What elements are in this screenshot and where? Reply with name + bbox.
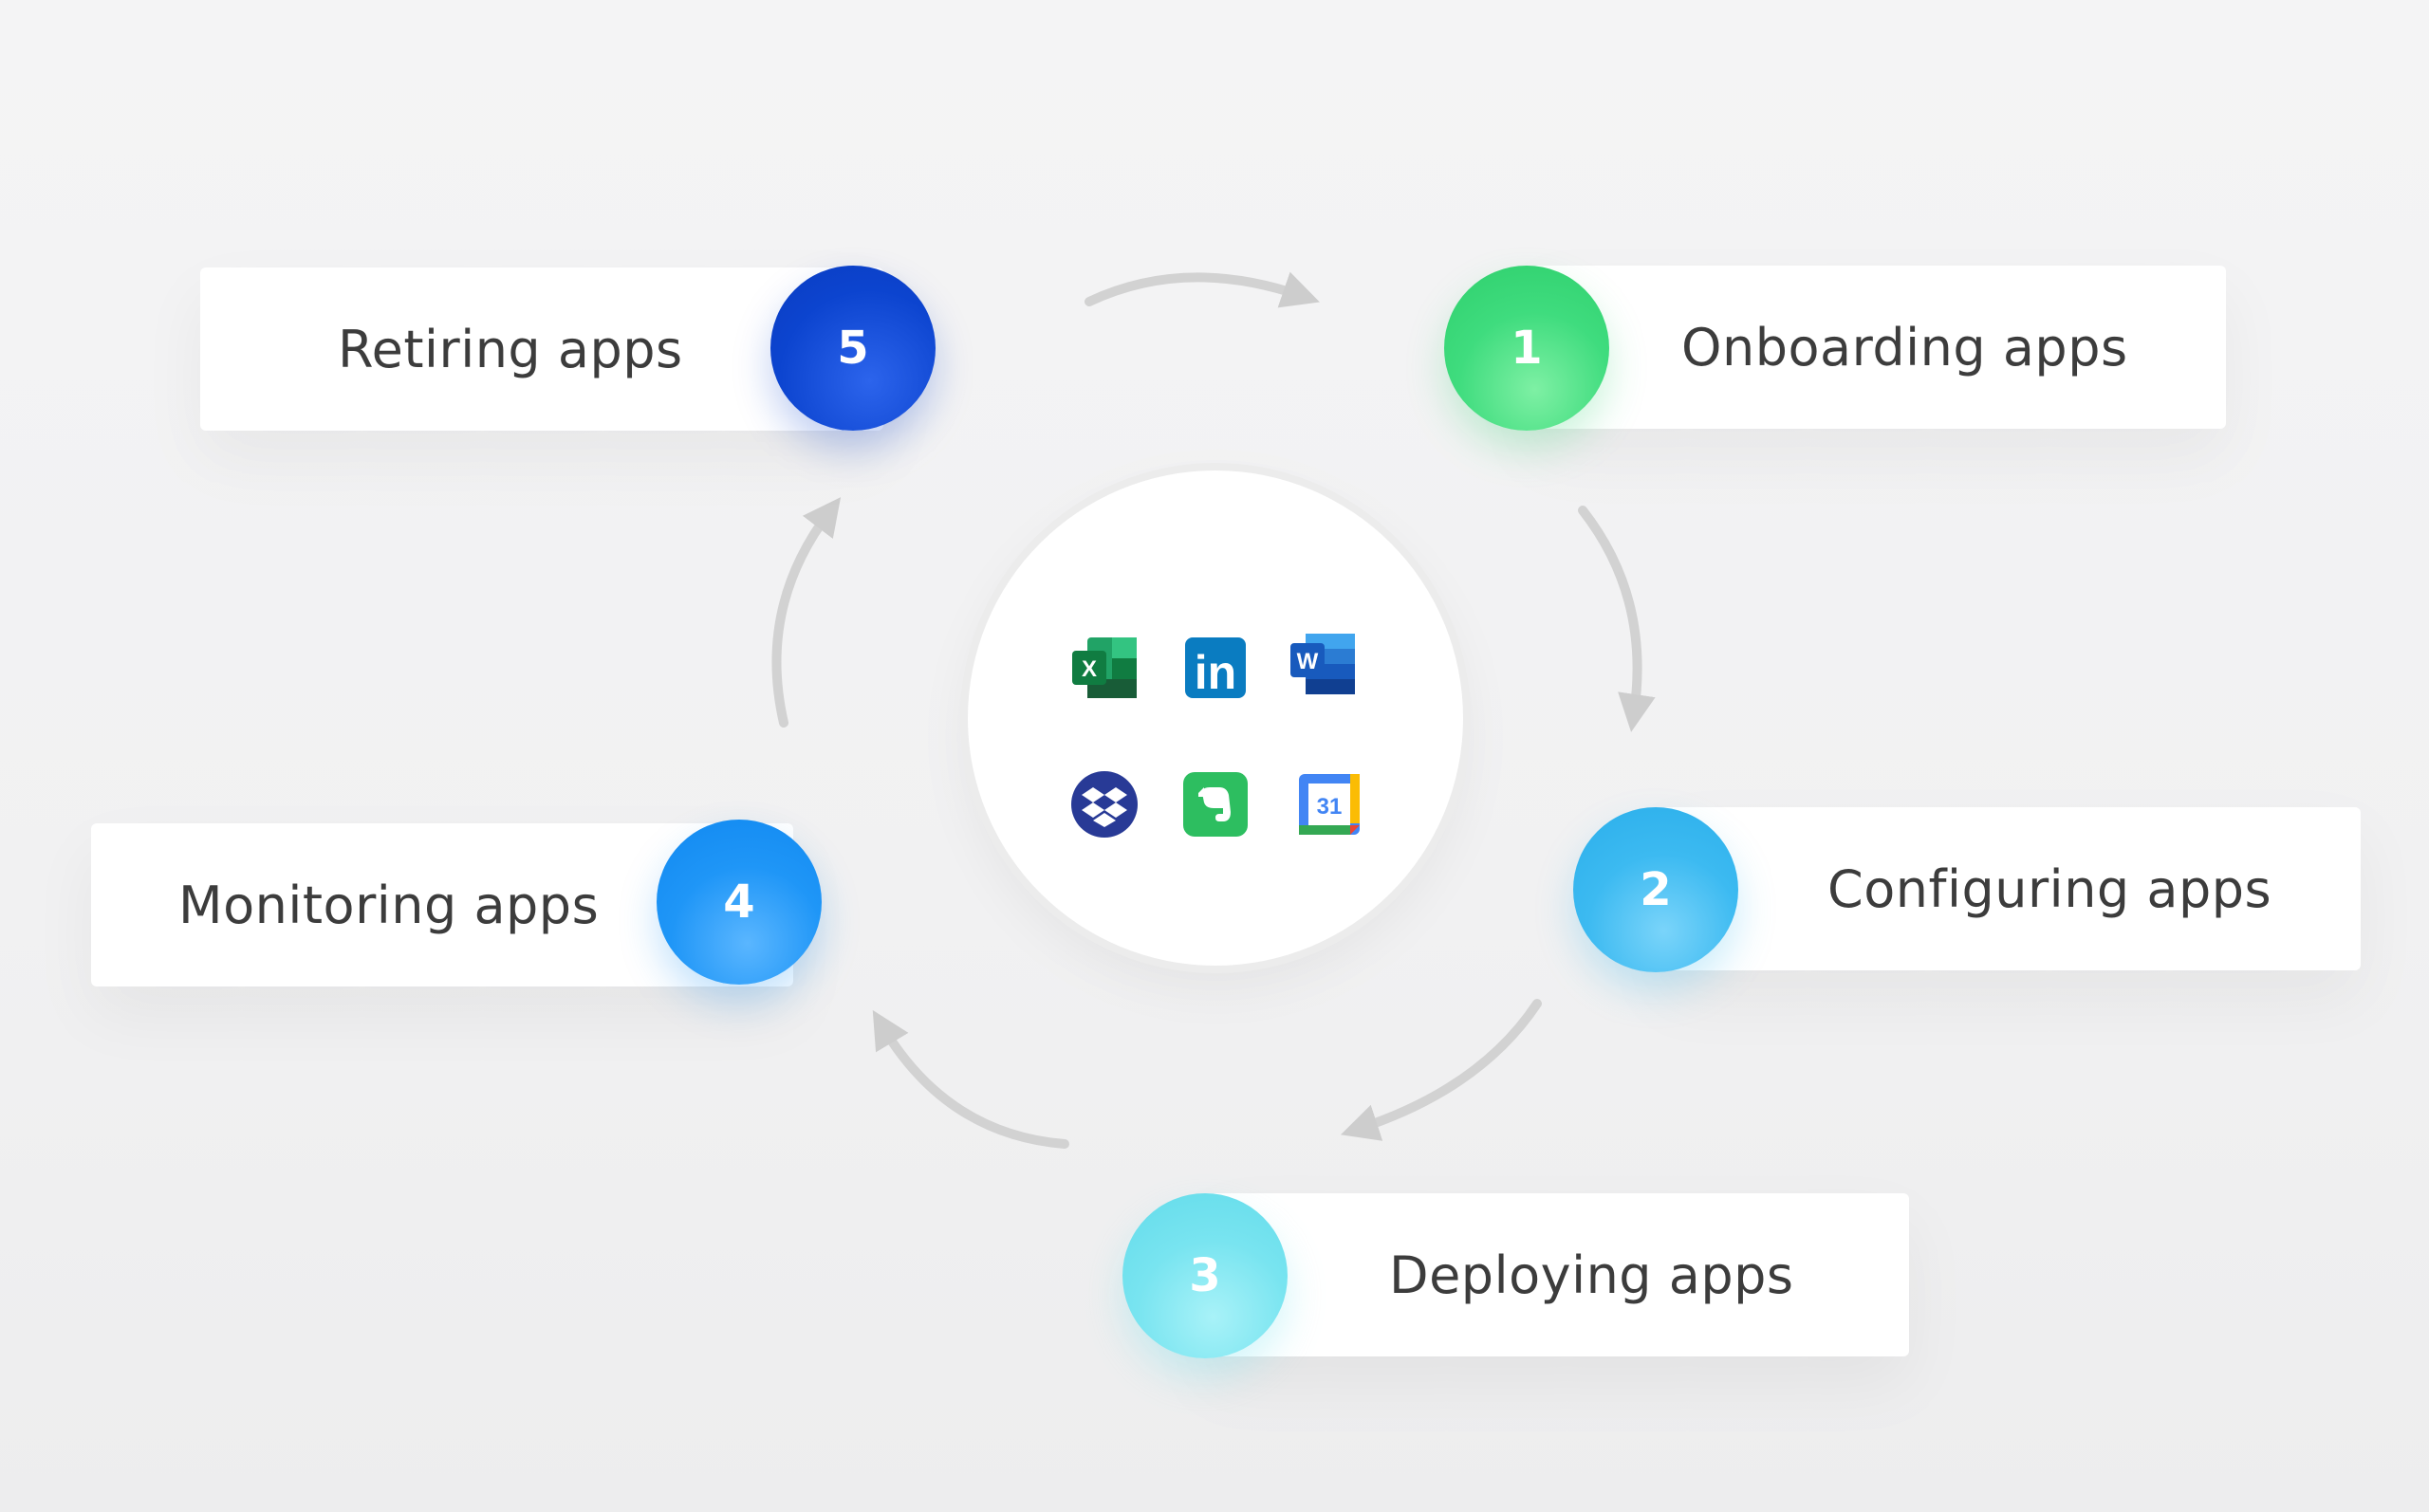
svg-text:W: W <box>1297 649 1319 674</box>
step-badge-1: 1 <box>1444 266 1609 431</box>
word-icon: W <box>1289 630 1357 698</box>
arrow-1-to-2 <box>1578 506 1656 732</box>
arrow-5-to-1 <box>1085 271 1320 308</box>
evernote-icon <box>1181 770 1250 839</box>
step-card-configuring: Configuring apps <box>1659 807 2361 970</box>
step-card-onboarding: Onboarding apps <box>1530 266 2226 429</box>
step-label-monitoring: Monitoring apps <box>178 875 600 935</box>
step-card-deploying: Deploying apps <box>1203 1193 1909 1356</box>
step-label-onboarding: Onboarding apps <box>1681 317 2128 378</box>
linkedin-icon: in <box>1181 634 1250 702</box>
step-badge-5: 5 <box>770 266 936 431</box>
step-card-retiring: Retiring apps <box>200 267 883 431</box>
svg-text:31: 31 <box>1317 794 1343 820</box>
step-badge-3: 3 <box>1122 1193 1288 1358</box>
step-label-retiring: Retiring apps <box>338 319 683 379</box>
step-badge-4: 4 <box>657 820 822 985</box>
calendar-icon: 31 <box>1295 770 1363 839</box>
dropbox-icon <box>1070 770 1139 839</box>
step-label-configuring: Configuring apps <box>1827 858 2272 919</box>
arrow-2-to-3 <box>1340 999 1542 1141</box>
arrow-3-to-4 <box>872 1009 1069 1149</box>
arrow-4-to-5 <box>771 497 842 728</box>
svg-text:in: in <box>1195 646 1236 699</box>
step-label-deploying: Deploying apps <box>1389 1245 1794 1305</box>
excel-icon: X <box>1070 634 1139 702</box>
step-badge-2: 2 <box>1573 807 1738 972</box>
svg-text:X: X <box>1082 656 1097 682</box>
apps-hub: X in W <box>968 470 1463 966</box>
